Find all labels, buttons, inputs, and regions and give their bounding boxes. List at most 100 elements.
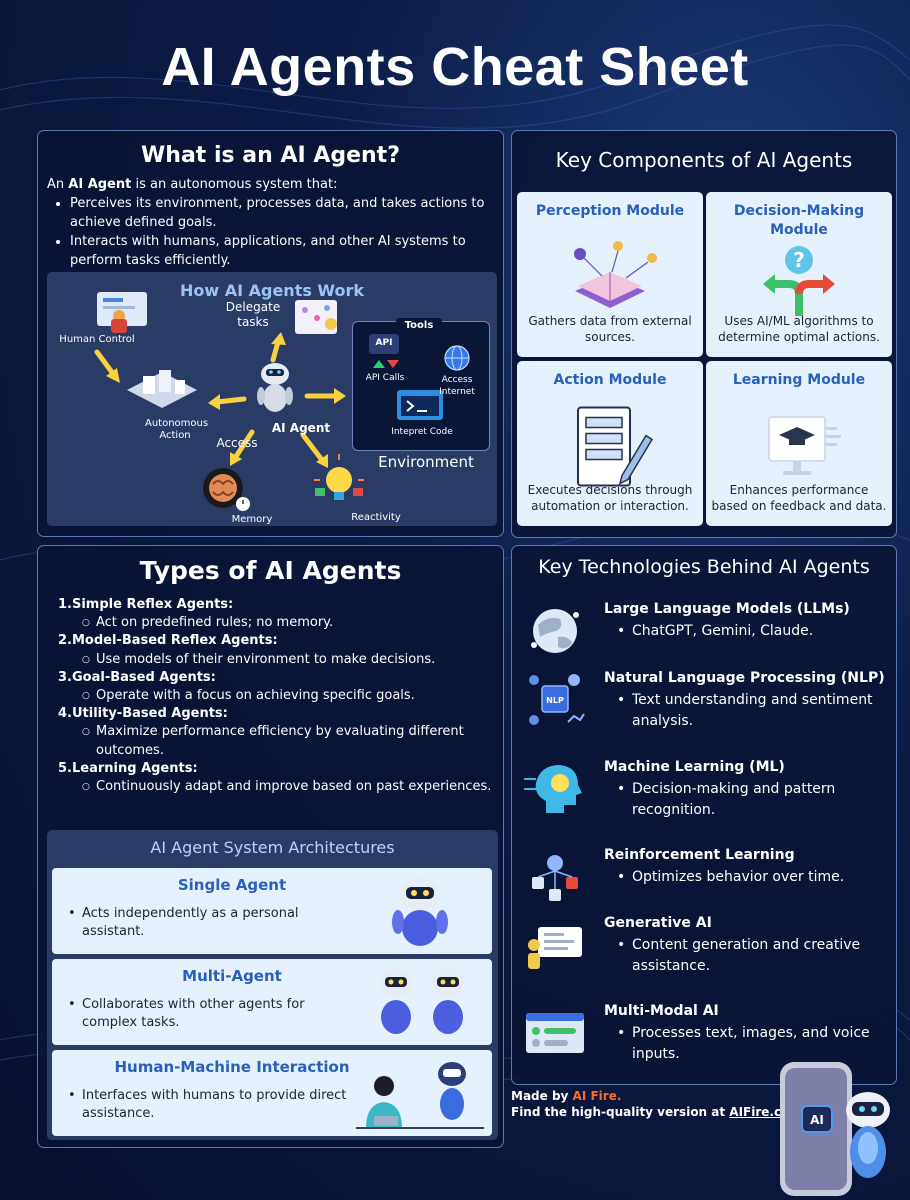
globe-network-icon: [531, 609, 579, 653]
human-machine-desc: Interfaces with humans to provide direct…: [68, 1087, 358, 1123]
human-control-label: Human Control: [59, 334, 135, 345]
architectures-title: AI Agent System Architectures: [150, 838, 395, 857]
key-technologies-panel: Key Technologies Behind AI Agents Large …: [511, 545, 897, 1085]
key-components-title: Key Components of AI Agents: [555, 148, 853, 172]
learning-module-title: Learning Module: [732, 372, 866, 388]
made-by-line: Made by AI Fire.: [511, 1089, 622, 1103]
type-desc: Continuously adapt and improve based on …: [58, 778, 508, 796]
action-module-title: Action Module: [553, 372, 667, 388]
page-title: AI Agents Cheat Sheet: [161, 37, 749, 97]
perception-module-desc: Gathers data from external sources.: [528, 314, 692, 344]
brand-name: AI Fire.: [572, 1089, 622, 1103]
type-name: 4.Utility-Based Agents:: [58, 706, 228, 722]
tech-name: Large Language Models (LLMs): [604, 601, 850, 617]
type-desc: Operate with a focus on achieving specif…: [58, 687, 508, 705]
tech-desc: Content generation and creative assistan…: [617, 935, 894, 977]
type-name: 1.Simple Reflex Agents:: [58, 597, 234, 612]
single-robot-icon: [392, 878, 448, 946]
tech-desc: ChatGPT, Gemini, Claude.: [617, 621, 894, 642]
multi-agent-title: Multi-Agent: [182, 967, 282, 985]
perception-module-title: Perception Module: [535, 203, 685, 219]
single-agent-card: Single Agent Acts independently as a per…: [52, 868, 492, 954]
footer: Made by AI Fire. Find the high-quality v…: [511, 1088, 789, 1120]
type-desc: Act on predefined rules; no memory.: [58, 614, 508, 632]
learning-monitor-icon: [768, 416, 841, 475]
svg-text:NLP: NLP: [546, 696, 564, 705]
tech-name: Machine Learning (ML): [604, 759, 785, 775]
access-internet-icon: [444, 345, 470, 371]
how-agents-work-title: How AI Agents Work: [179, 281, 365, 300]
environment-label: Environment: [378, 453, 474, 471]
what-is-panel: What is an AI Agent? An AI Agent is an a…: [37, 130, 504, 537]
tech-desc: Text understanding and sentiment analysi…: [617, 690, 894, 732]
api-calls-label: API Calls: [365, 373, 405, 383]
interpret-code-icon: [397, 390, 443, 420]
multi-agent-card: Multi-Agent Collaborates with other agen…: [52, 959, 492, 1045]
arrow-agent-to-delegate: [270, 339, 281, 363]
access-label: Access: [216, 436, 258, 450]
action-module-card: Action Module Executes decisions through…: [517, 361, 703, 526]
memory-label: Memory: [231, 514, 273, 525]
reinforcement-network-icon: [532, 855, 578, 901]
learning-module-desc: Enhances performance based on feedback a…: [711, 483, 887, 513]
nlp-chip-icon: NLP: [529, 674, 585, 725]
delegate-tasks-label: Delegate tasks: [225, 300, 281, 329]
aifire-link[interactable]: AIFire.co: [729, 1105, 790, 1119]
intro-line: An AI Agent is an autonomous system that…: [47, 177, 338, 192]
key-technologies-title: Key Technologies Behind AI Agents: [538, 556, 870, 578]
tech-desc: Processes text, images, and voice inputs…: [617, 1023, 894, 1065]
arrow-agent-to-action: [214, 396, 247, 405]
tech-desc: Decision-making and pattern recognition.: [617, 779, 894, 821]
perception-module-card: Perception Module Gathers data from exte…: [517, 192, 703, 357]
reactivity-bulb-icon: [314, 454, 364, 500]
robot-agent-icon: [257, 363, 293, 412]
multi-robot-icon: [380, 969, 464, 1034]
autonomous-action-label: Autonomous Action: [145, 418, 209, 441]
multi-agent-desc: Collaborates with other agents for compl…: [68, 996, 358, 1032]
multimodal-window-icon: [526, 1013, 584, 1053]
tech-desc: Optimizes behavior over time.: [617, 867, 894, 888]
human-machine-card: Human-Machine Interaction Interfaces wit…: [52, 1050, 492, 1136]
phone-robot-icon: AI: [780, 1062, 890, 1196]
phone-badge-label: AI: [810, 1113, 824, 1127]
types-panel: Types of AI Agents 1.Simple Reflex Agent…: [37, 545, 504, 1148]
reactivity-label: Reactivity: [351, 512, 401, 523]
intro-bullet: Interacts with humans, applications, and…: [70, 232, 495, 270]
decision-making-module-desc: Uses AI/ML algorithms to determine optim…: [718, 314, 880, 344]
tech-name: Multi-Modal AI: [604, 1003, 719, 1019]
types-title: Types of AI Agents: [139, 556, 402, 585]
arrow-human-to-action: [94, 349, 117, 378]
single-agent-desc: Acts independently as a personal assista…: [68, 905, 358, 941]
what-is-title: What is an AI Agent?: [141, 143, 400, 168]
diagram-graphics: [94, 292, 364, 511]
arrow-agent-to-memory: [232, 429, 255, 461]
api-calls-icon: [369, 334, 399, 368]
svg-text:?: ?: [793, 248, 805, 272]
human-control-icon: [97, 292, 147, 333]
tech-name: Natural Language Processing (NLP): [604, 670, 885, 686]
access-internet-label: Access Internet: [439, 375, 475, 397]
decision-fork-icon: ?: [763, 246, 835, 316]
brain-head-icon: [524, 765, 582, 813]
how-agents-work-diagram: How AI Agents Work: [47, 272, 497, 526]
action-module-desc: Executes decisions through automation or…: [527, 483, 693, 513]
find-line: Find the high-quality version at AIFire.…: [511, 1105, 790, 1119]
tools-box: Tools: [352, 318, 490, 451]
human-machine-title: Human-Machine Interaction: [114, 1058, 350, 1076]
ai-agent-label: AI Agent: [271, 421, 331, 435]
tools-label: Tools: [396, 318, 442, 334]
memory-brain-icon: [203, 468, 250, 511]
tech-name: Generative AI: [604, 915, 712, 931]
intro-bullet: Perceives its environment, processes dat…: [70, 194, 495, 232]
learning-module-card: Learning Module Enhances performance bas…: [706, 361, 892, 526]
key-components-panel: Key Components of AI Agents Perception M…: [511, 130, 897, 538]
api-badge-label: API: [375, 338, 393, 348]
type-name: 5.Learning Agents:: [58, 760, 198, 776]
single-agent-title: Single Agent: [177, 876, 287, 894]
perception-book-icon: [574, 241, 657, 308]
type-name: 3.Goal-Based Agents:: [58, 669, 216, 685]
tools-graphics: [369, 334, 470, 420]
decision-making-module-card: Decision-Making Module ? Uses AI/ML algo…: [706, 192, 892, 357]
tech-name: Reinforcement Learning: [604, 847, 795, 863]
types-list: 1.Simple Reflex Agents: Act on predefine…: [58, 596, 508, 796]
